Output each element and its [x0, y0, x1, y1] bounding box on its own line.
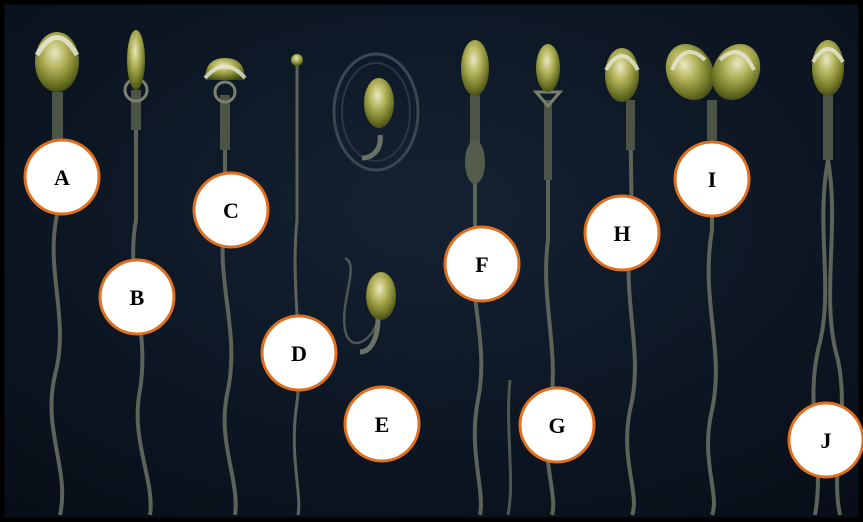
label-j: J [787, 401, 863, 479]
svg-text:F: F [475, 252, 488, 277]
svg-text:G: G [548, 413, 565, 438]
sperm-e-upper [332, 52, 420, 172]
svg-text:J: J [821, 428, 832, 453]
label-a: A [23, 138, 101, 216]
sperm-i [665, 43, 761, 516]
label-f: F [443, 225, 521, 303]
svg-text:D: D [291, 341, 307, 366]
svg-text:H: H [613, 221, 630, 246]
sperm-h [604, 48, 640, 516]
svg-text:A: A [54, 165, 70, 190]
sperm-a [34, 32, 80, 516]
sperm-c [203, 58, 247, 516]
sperm-e-lower [342, 256, 396, 355]
label-c: C [192, 171, 270, 249]
svg-text:I: I [708, 167, 717, 192]
label-b: B [98, 258, 176, 336]
svg-text:E: E [375, 412, 390, 437]
label-g: G [518, 386, 596, 464]
sperm-d [291, 54, 303, 516]
label-i: I [673, 140, 751, 218]
label-d: D [260, 314, 338, 392]
label-h: H [583, 194, 661, 272]
label-e: E [343, 385, 421, 463]
svg-text:C: C [223, 198, 239, 223]
svg-text:B: B [130, 285, 145, 310]
